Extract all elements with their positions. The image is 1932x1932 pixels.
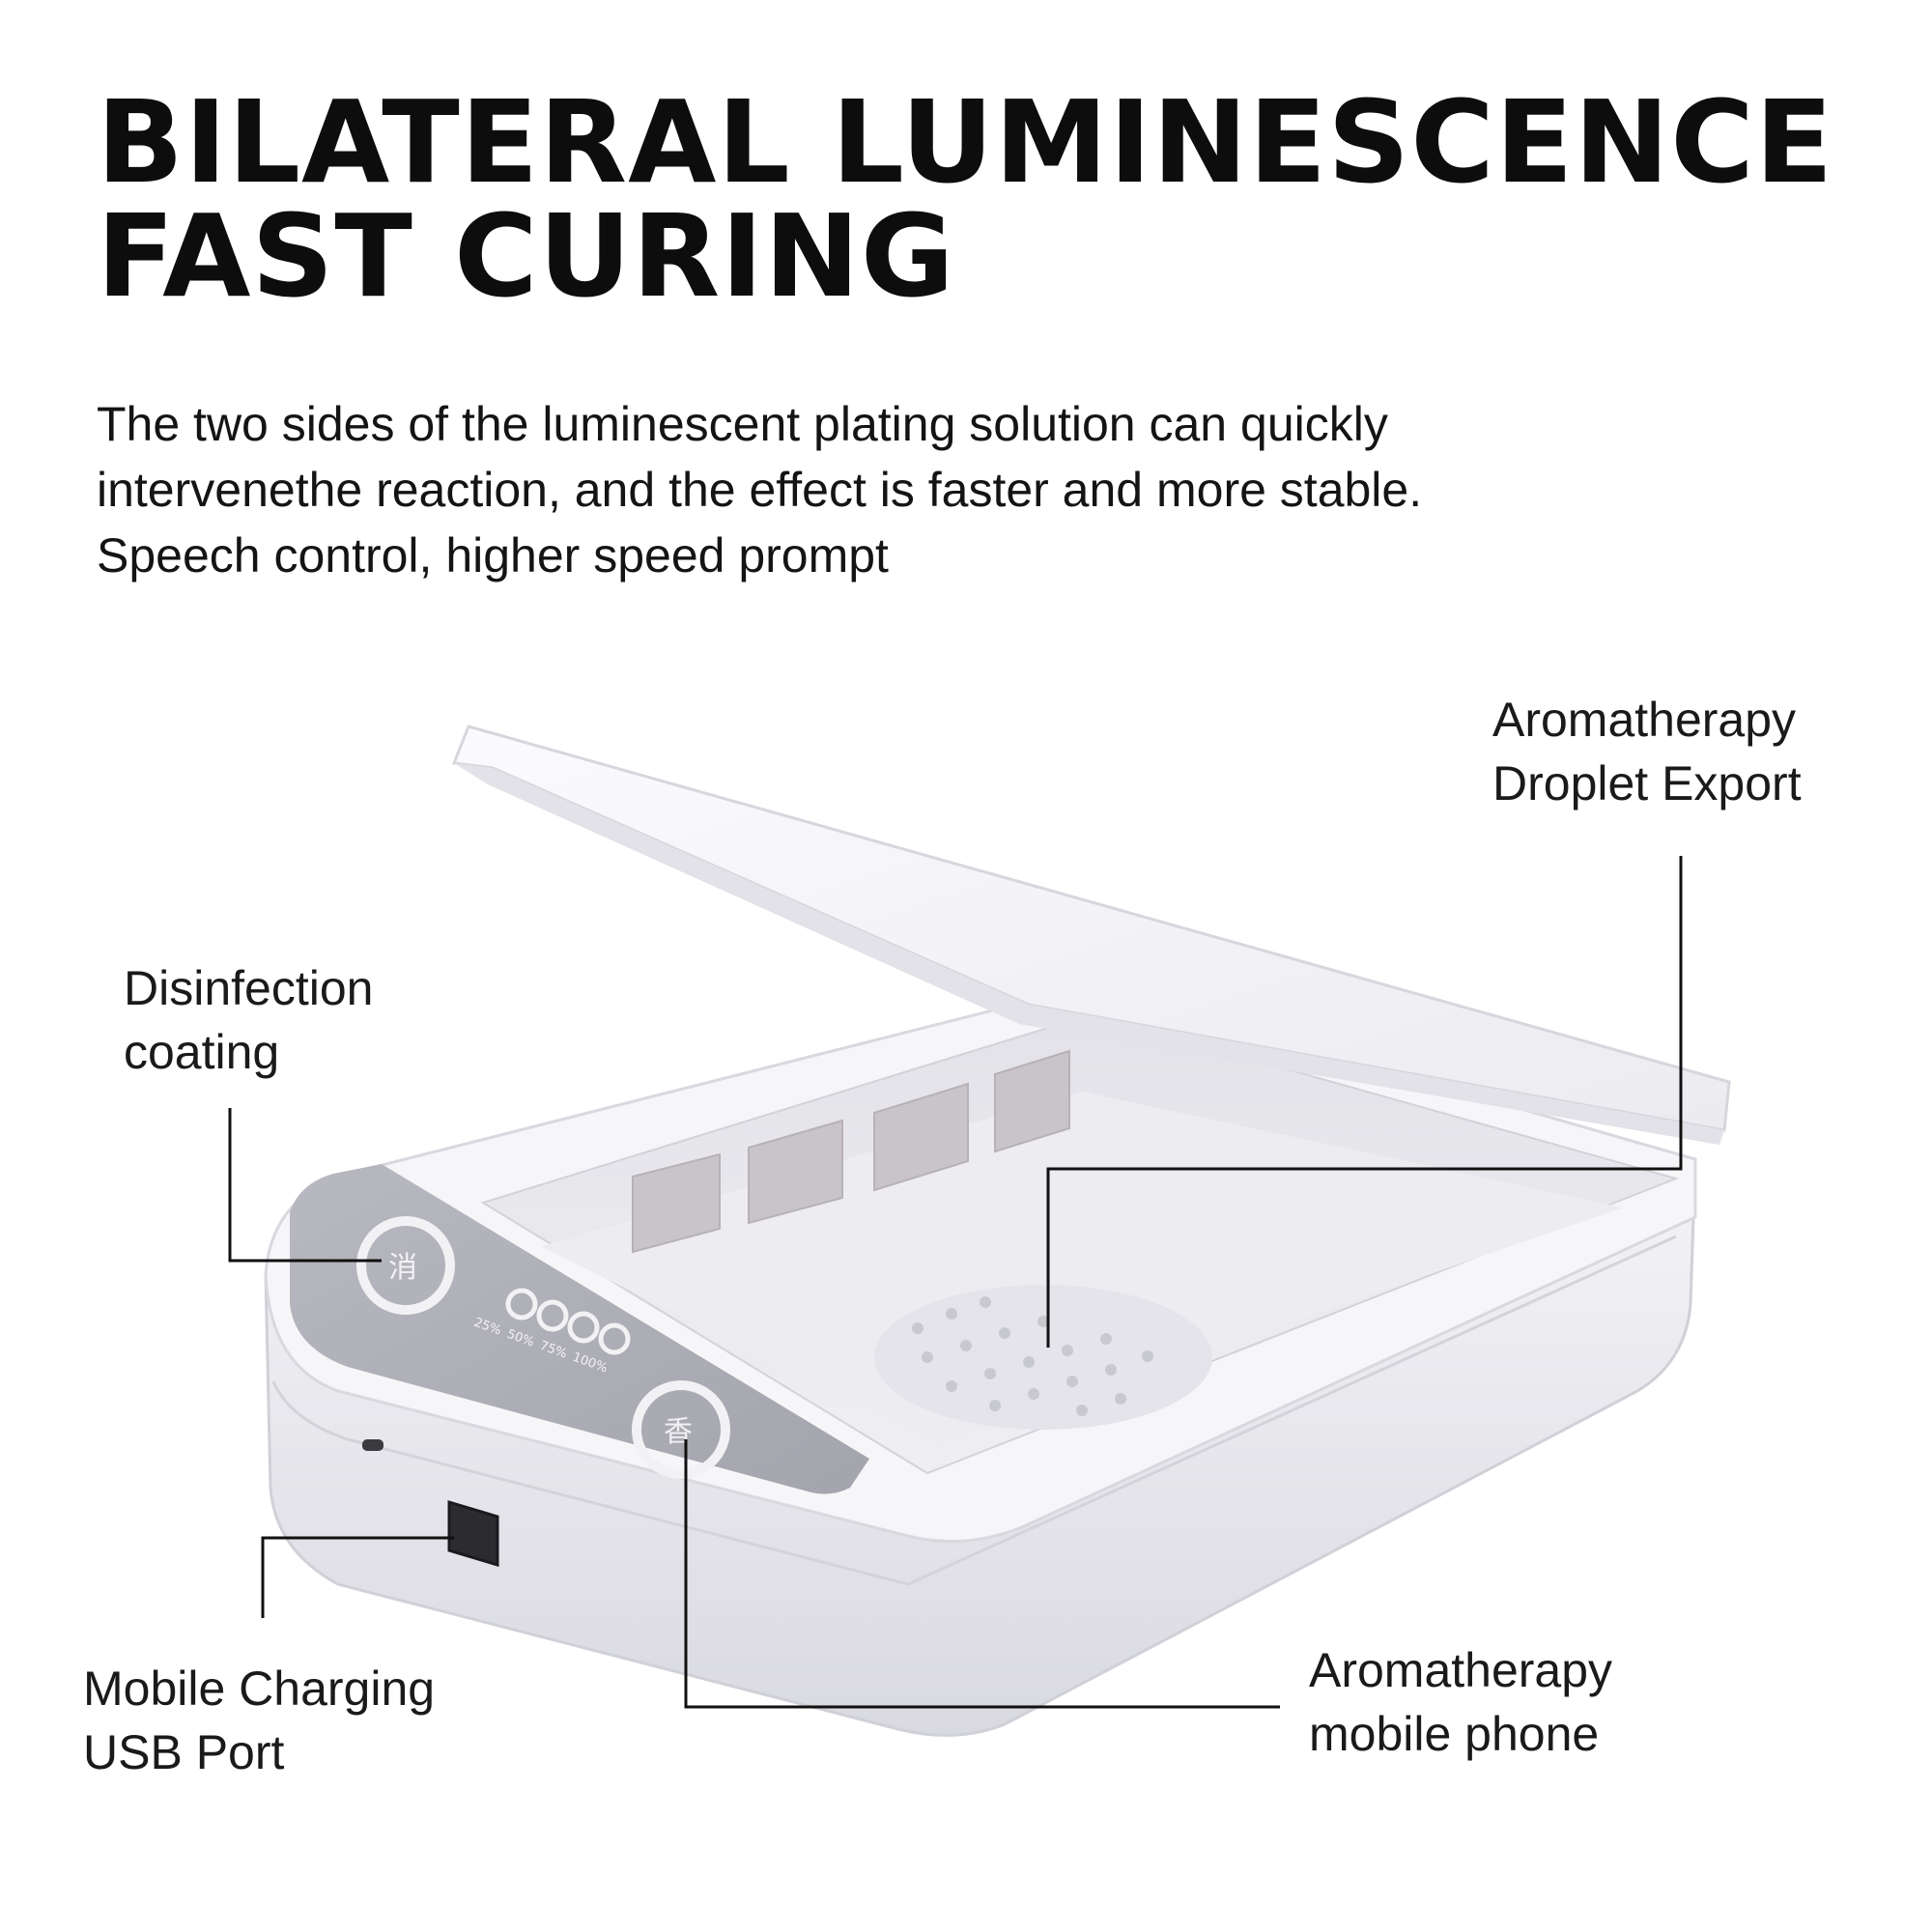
indicator-hole — [362, 1439, 384, 1451]
power-button-glyph: 消 — [388, 1251, 417, 1285]
leader-line-droplet — [1046, 856, 1683, 1348]
aroma-vent-area — [874, 1285, 1212, 1430]
callout-usb-line-1: Mobile Charging — [83, 1662, 436, 1716]
device-body-seam — [271, 1235, 1677, 1586]
level-indicator-light — [536, 1299, 569, 1332]
level-indicator-light — [505, 1288, 538, 1321]
level-indicator-light — [598, 1322, 631, 1355]
callout-leader-lines — [228, 856, 1683, 1709]
callout-droplet-line-2: Droplet Export — [1492, 756, 1802, 810]
power-button[interactable] — [356, 1216, 455, 1315]
callout-usb-line-2: USB Port — [83, 1725, 285, 1779]
uv-lamp-window — [994, 1049, 1070, 1153]
usb-port-icon — [447, 1499, 499, 1568]
description: The two sides of the luminescent plating… — [97, 391, 1422, 588]
aroma-button-glyph: 香 — [664, 1415, 693, 1449]
uv-lamp-window — [748, 1119, 843, 1225]
uv-lamp-windows — [632, 1049, 1070, 1254]
leader-line-phone — [684, 1439, 1280, 1709]
callout-phone-line-1: Aromatherapy — [1309, 1643, 1613, 1697]
uv-lamp-window — [632, 1152, 721, 1254]
aroma-vent-holes — [912, 1296, 1153, 1416]
level-indicators — [505, 1288, 631, 1355]
callout-aromatherapy-droplet-export: Aromatherapy Droplet Export — [1492, 688, 1802, 815]
uv-lamp-window — [873, 1082, 969, 1192]
callout-disinfection-line-2: coating — [124, 1025, 280, 1079]
leader-line-usb — [261, 1536, 454, 1618]
callout-disinfection-line-1: Disinfection — [124, 961, 374, 1015]
level-indicator-light — [567, 1311, 600, 1344]
callout-aromatherapy-mobile-phone: Aromatherapy mobile phone — [1309, 1638, 1612, 1766]
headline: BILATERAL LUMINESCENCE FAST CURING — [97, 85, 1833, 313]
leader-line-disinfection — [228, 1108, 382, 1263]
callout-disinfection-coating: Disinfection coating — [124, 956, 373, 1084]
description-line-1: The two sides of the luminescent plating… — [97, 397, 1388, 451]
description-line-2: intervenethe reaction, and the effect is… — [97, 463, 1423, 517]
headline-line-2: FAST CURING — [97, 189, 955, 323]
aroma-button[interactable] — [632, 1380, 730, 1479]
callout-mobile-charging-usb-port: Mobile Charging USB Port — [83, 1657, 435, 1784]
headline-line-1: BILATERAL LUMINESCENCE — [97, 75, 1834, 209]
callout-droplet-line-1: Aromatherapy — [1492, 693, 1797, 747]
callout-phone-line-2: mobile phone — [1309, 1707, 1600, 1761]
description-line-3: Speech control, higher speed prompt — [97, 528, 889, 582]
